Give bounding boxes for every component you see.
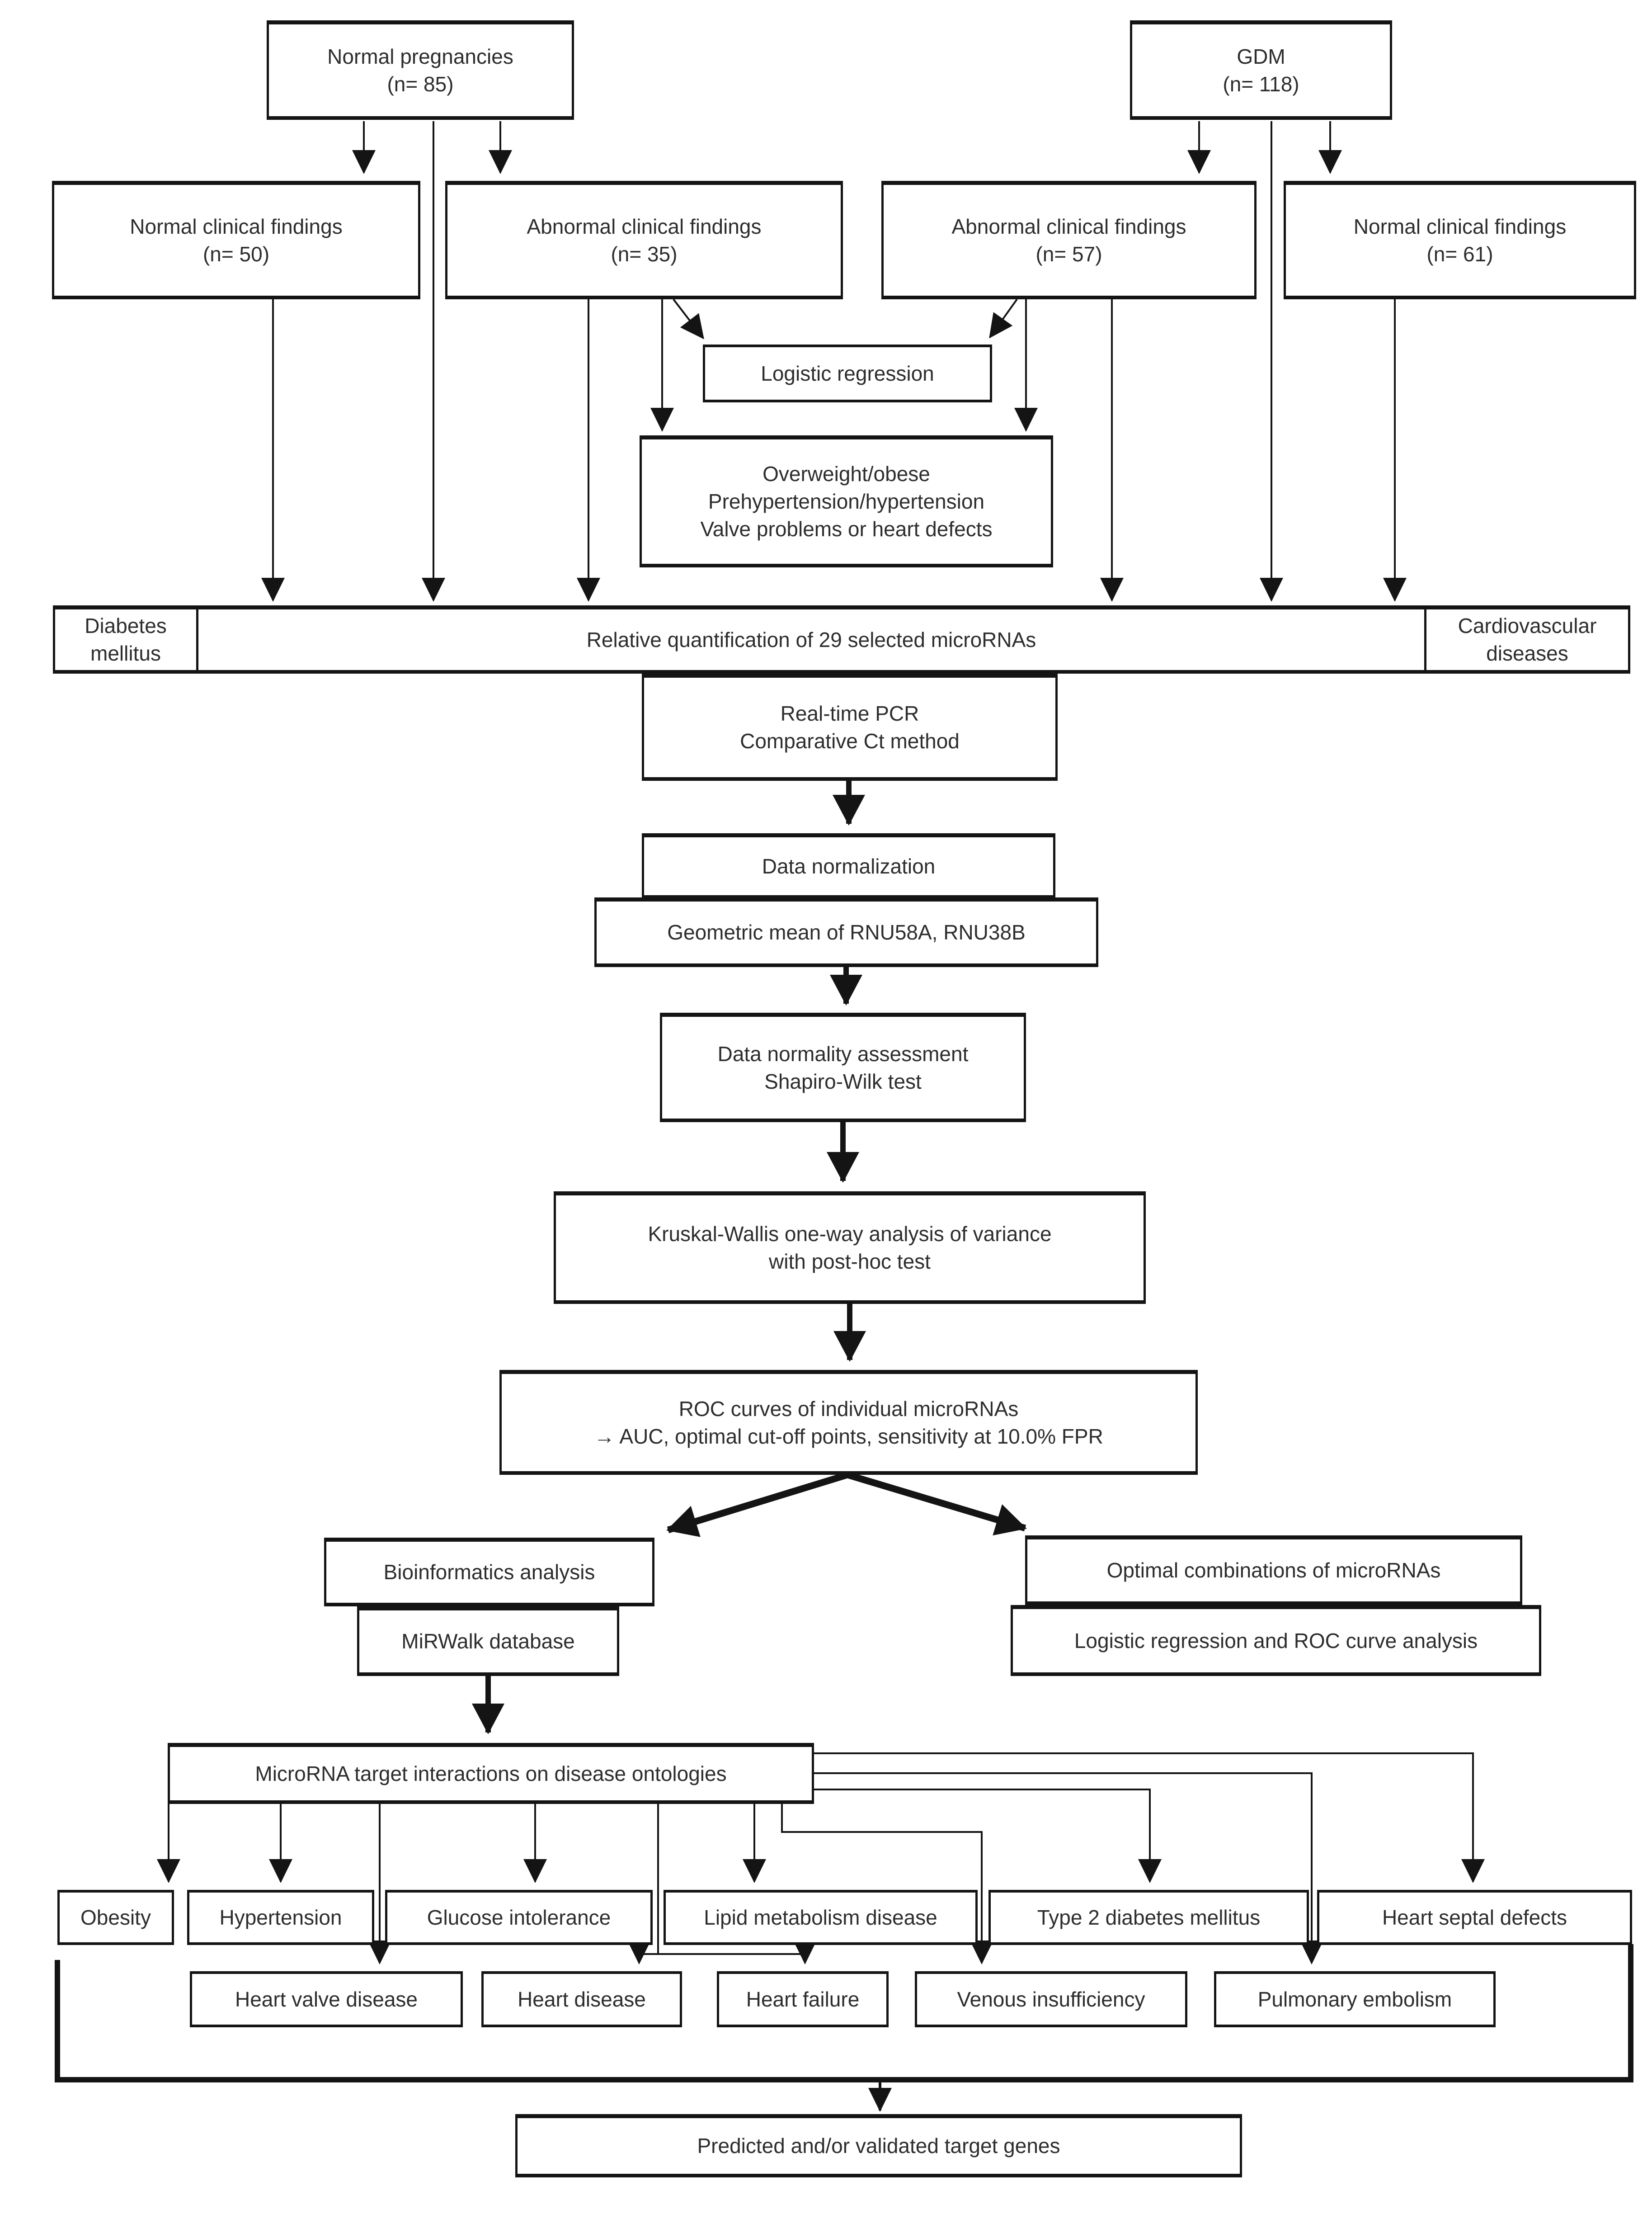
node-cardiovascular-diseases: Cardiovascular diseases — [1424, 605, 1630, 674]
node-heart-disease: Heart disease — [481, 1971, 682, 2027]
node-normal-pregnancies: Normal pregnancies (n= 85) — [267, 20, 574, 120]
node-lipid-metabolism: Lipid metabolism disease — [664, 1890, 978, 1945]
node-mirwalk: MiRWalk database — [357, 1606, 619, 1676]
node-risk-findings: Overweight/obese Prehypertension/hyperte… — [640, 435, 1053, 567]
node-roc-curves: ROC curves of individual microRNAs → AUC… — [499, 1370, 1198, 1475]
node-relative-quantification: Relative quantification of 29 selected m… — [196, 605, 1426, 674]
node-kruskal-wallis: Kruskal-Wallis one-way analysis of varia… — [554, 1191, 1146, 1304]
node-data-normality: Data normality assessment Shapiro-Wilk t… — [660, 1013, 1026, 1122]
node-diabetes-mellitus: Diabetes mellitus — [53, 605, 198, 674]
node-obesity: Obesity — [57, 1890, 174, 1945]
node-real-time-pcr: Real-time PCR Comparative Ct method — [642, 674, 1058, 781]
node-bioinformatics: Bioinformatics analysis — [324, 1538, 654, 1606]
node-logistic-regression: Logistic regression — [703, 345, 992, 402]
node-logistic-roc: Logistic regression and ROC curve analys… — [1011, 1605, 1541, 1676]
node-normal-findings-np: Normal clinical findings (n= 50) — [52, 181, 420, 299]
node-ontologies: MicroRNA target interactions on disease … — [168, 1743, 814, 1804]
node-hypertension: Hypertension — [187, 1890, 374, 1945]
node-pulmonary-embolism: Pulmonary embolism — [1214, 1971, 1496, 2027]
node-gdm: GDM (n= 118) — [1130, 20, 1392, 120]
node-heart-valve-disease: Heart valve disease — [190, 1971, 463, 2027]
node-venous-insufficiency: Venous insufficiency — [915, 1971, 1187, 2027]
node-glucose-intolerance: Glucose intolerance — [385, 1890, 653, 1945]
node-abnormal-findings-gdm: Abnormal clinical findings (n= 57) — [881, 181, 1257, 299]
node-abnormal-findings-np: Abnormal clinical findings (n= 35) — [445, 181, 843, 299]
node-data-normalization: Data normalization — [642, 833, 1055, 899]
node-heart-failure: Heart failure — [717, 1971, 889, 2027]
node-geometric-mean: Geometric mean of RNU58A, RNU38B — [594, 897, 1098, 967]
node-normal-findings-gdm: Normal clinical findings (n= 61) — [1284, 181, 1636, 299]
node-target-genes: Predicted and/or validated target genes — [515, 2114, 1242, 2177]
node-type2-diabetes: Type 2 diabetes mellitus — [988, 1890, 1309, 1945]
node-heart-septal-defects: Heart septal defects — [1317, 1890, 1632, 1945]
node-optimal-combinations: Optimal combinations of microRNAs — [1025, 1535, 1522, 1605]
